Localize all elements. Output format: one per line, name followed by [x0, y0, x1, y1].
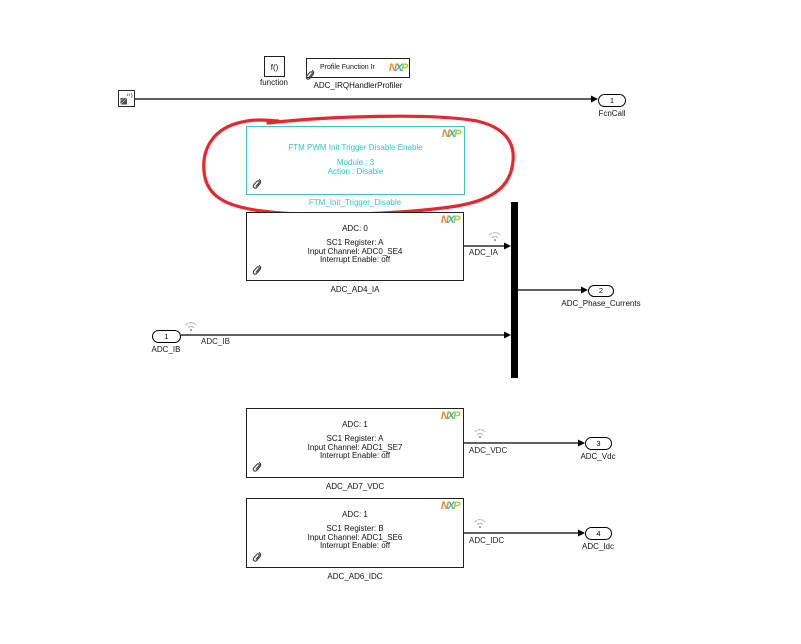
outport-fcncall-number: 1: [609, 96, 615, 105]
adc-vdc-block-caption: ADC_AD7_VDC: [325, 482, 385, 491]
inport-adc-ib[interactable]: 1: [152, 330, 181, 343]
outport-phase-currents-caption: ADC_Phase_Currents: [561, 299, 641, 308]
function-call-source-block[interactable]: [118, 90, 135, 107]
signal-streaming-icon[interactable]: [472, 426, 488, 440]
adc-idc-param-register: SC1 Register: B: [326, 524, 384, 533]
outport-adc-vdc-number: 3: [596, 439, 601, 448]
outport-fcncall[interactable]: 1: [598, 94, 626, 107]
outport-adc-vdc-caption: ADC_Vdc: [580, 452, 616, 461]
red-highlight-annotation[interactable]: [202, 114, 515, 217]
adc-vdc-param-interrupt: Interrupt Enable: off: [319, 451, 391, 460]
signal-streaming-icon[interactable]: [183, 319, 199, 333]
profiler-block-text: Profile Function Ir: [320, 64, 375, 71]
adc-ad7-vdc-block[interactable]: ADC: 1 SC1 Register: A Input Channel: AD…: [246, 408, 464, 478]
library-link-icon[interactable]: [250, 549, 264, 565]
library-link-icon[interactable]: [250, 262, 264, 278]
adc-idc-param-interrupt: Interrupt Enable: off: [319, 541, 391, 550]
nxp-logo: NXP: [440, 214, 461, 226]
wire-phase-currents-arrow: [581, 286, 588, 294]
adc-ad4-ia-block[interactable]: ADC: 0 SC1 Register: A Input Channel: AD…: [246, 212, 464, 281]
nxp-logo: NXP: [441, 128, 462, 140]
adc-ia-param-channel: Input Channel: ADC0_SE4: [307, 246, 403, 256]
nxp-logo: NXP: [440, 500, 461, 512]
function-trigger-text: f(): [270, 63, 279, 72]
ftm-init-trigger-block[interactable]: FTM PWM Init Trigger Disable Enable Modu…: [246, 126, 465, 195]
adc-ia-block-caption: ADC_AD4_IA: [330, 285, 380, 294]
outport-adc-idc-caption: ADC_Idc: [581, 542, 614, 551]
ftm-block-title: FTM PWM Init Trigger Disable Enable: [288, 143, 423, 152]
signal-label-adc-ib[interactable]: ADC_IB: [201, 337, 230, 346]
adc-vdc-param-channel: Input Channel: ADC1_SE7: [307, 442, 403, 452]
nxp-logo: NXP: [440, 410, 461, 422]
adc-ia-param-register: SC1 Register: A: [326, 238, 384, 247]
nxp-logo: NXP: [388, 62, 409, 74]
adc-idc-block-caption: ADC_AD6_IDC: [327, 572, 383, 581]
function-trigger-block[interactable]: f(): [264, 56, 285, 77]
library-link-icon[interactable]: [303, 67, 317, 83]
signal-label-adc-vdc[interactable]: ADC_VDC: [469, 446, 508, 455]
ftm-block-caption: FTM_Init_Trigger_Disable: [308, 198, 402, 207]
wire-adc-idc-arrow: [578, 529, 585, 537]
library-link-icon[interactable]: [250, 176, 264, 192]
adc-idc-param-channel: Input Channel: ADC1_SE6: [307, 532, 403, 542]
adc-idc-title: ADC: 1: [342, 510, 368, 519]
signal-label-adc-ia[interactable]: ADC_IA: [469, 248, 498, 257]
inport-adc-ib-caption: ADC_IB: [151, 345, 181, 354]
outport-phase-currents-number: 2: [598, 286, 604, 295]
signal-streaming-icon[interactable]: [472, 516, 488, 530]
wire-adc-ia-arrow: [504, 242, 511, 250]
mux-block[interactable]: [511, 202, 518, 378]
outport-adc-idc-number: 4: [596, 529, 601, 538]
adc-vdc-param-register: SC1 Register: A: [326, 434, 384, 443]
ftm-param-module: Module : 3: [336, 158, 375, 167]
wire-adc-vdc-arrow: [578, 439, 585, 447]
wire-fcncall-arrow: [591, 95, 598, 103]
adc-ad6-idc-block[interactable]: ADC: 1 SC1 Register: B Input Channel: AD…: [246, 498, 464, 568]
wire-adc-ib-arrow: [504, 331, 511, 339]
outport-fcncall-caption: FcnCall: [598, 109, 626, 118]
adc-ia-title: ADC: 0: [342, 224, 368, 233]
inport-adc-ib-number: 1: [164, 332, 169, 341]
outport-phase-currents[interactable]: 2: [588, 285, 614, 297]
outport-adc-idc[interactable]: 4: [585, 527, 612, 540]
signal-streaming-icon[interactable]: [487, 229, 503, 243]
library-link-icon[interactable]: [250, 459, 264, 475]
signal-label-adc-idc[interactable]: ADC_IDC: [469, 536, 505, 545]
ftm-param-action: Action : Disable: [327, 166, 384, 176]
profiler-block[interactable]: Profile Function Ir NXP: [305, 58, 410, 80]
function-trigger-caption: function: [259, 78, 289, 87]
outport-adc-vdc[interactable]: 3: [585, 437, 612, 450]
adc-vdc-title: ADC: 1: [342, 420, 368, 429]
profiler-caption: ADC_IRQHandlerProfiler: [313, 81, 403, 90]
function-call-source-icon: [120, 92, 133, 105]
adc-ia-param-interrupt: Interrupt Enable: off: [319, 255, 391, 264]
